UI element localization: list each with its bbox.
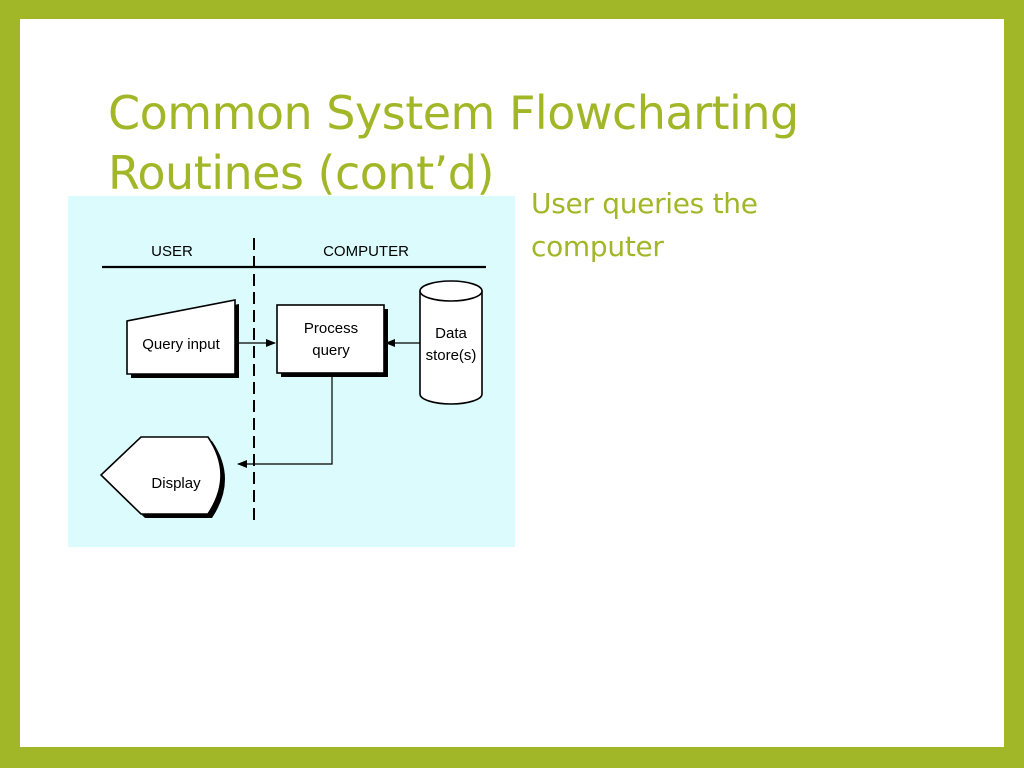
process-query-label-line-1: Process [304, 320, 358, 337]
slide-body-line-2: computer [531, 230, 664, 263]
query-input-node: Query input [126, 299, 239, 378]
lane-label-computer: COMPUTER [323, 243, 409, 260]
slide-title-line-2: Routines (cont’d) [108, 146, 494, 200]
display-node: Display [99, 436, 225, 518]
flowchart-diagram: USER COMPUTER Query input Process query [99, 238, 486, 521]
slide-body-text: User queries the computer [531, 182, 831, 268]
query-input-label: Query input [142, 336, 220, 353]
edge-process-to-display [237, 373, 333, 468]
process-query-label-line-2: query [312, 342, 350, 359]
slide-title: Common System Flowcharting Routines (con… [108, 83, 928, 203]
data-store-label-line-1: Data [435, 325, 467, 342]
slide-title-line-1: Common System Flowcharting [108, 86, 799, 140]
flowchart-figure: USER COMPUTER Query input Process query [68, 196, 515, 547]
data-store-node: Data store(s) [419, 280, 483, 405]
display-label: Display [151, 475, 201, 492]
slide: Common System Flowcharting Routines (con… [20, 19, 1004, 747]
slide-body-line-1: User queries the [531, 187, 758, 220]
data-store-label-line-2: store(s) [426, 347, 477, 364]
process-query-node: Process query [276, 304, 388, 377]
lane-label-user: USER [151, 243, 193, 260]
